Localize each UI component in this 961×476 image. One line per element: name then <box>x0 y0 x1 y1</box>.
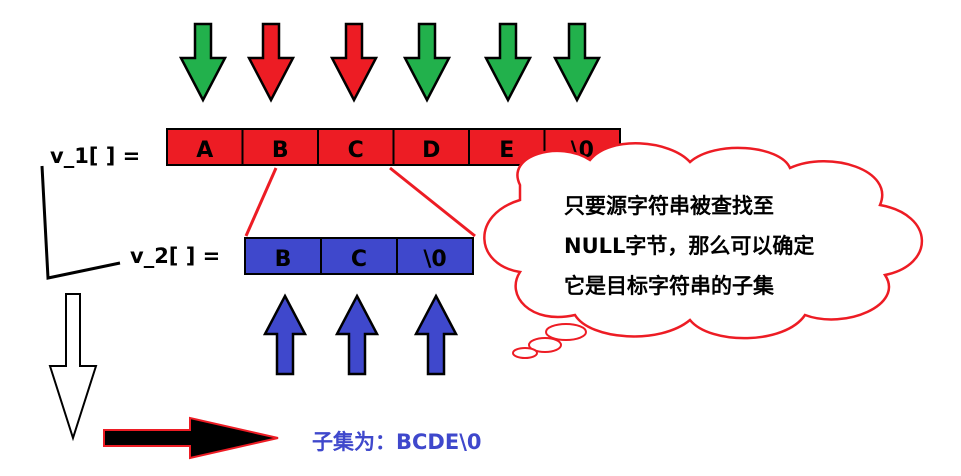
v1-cell-label: D <box>422 138 440 163</box>
v1-cell: B <box>241 128 319 166</box>
bent-pointer-line <box>40 165 121 280</box>
bubble-text-line-1: 只要源字符串被查找至 <box>564 194 774 218</box>
v2-cell-box <box>244 237 322 275</box>
v2-cell: B <box>244 237 322 275</box>
v1-cell-box <box>166 128 244 166</box>
v2-cell: \0 <box>396 237 474 275</box>
v1-cell-box <box>241 128 319 166</box>
v1-cell-label: A <box>196 138 213 163</box>
connector-left-line <box>244 167 278 237</box>
v1-cell-box <box>317 128 395 166</box>
green-down-arrow <box>402 22 452 103</box>
cloud-shape <box>483 142 924 340</box>
blue-up-arrow <box>262 293 308 376</box>
v2-cell-label: C <box>351 247 367 272</box>
blue-up-arrow <box>413 293 459 376</box>
v2-cell: C <box>320 237 398 275</box>
green-down-arrow <box>483 22 533 103</box>
top-arrows <box>178 22 602 103</box>
green-down-arrow <box>178 22 228 103</box>
bubble-text-line-3: 它是目标字符串的子集 <box>564 274 775 298</box>
blue-up-arrow <box>334 293 380 376</box>
bubble-dot-large <box>545 323 587 341</box>
v2-label: v_2[ ] = <box>130 244 220 268</box>
result-text: 子集为：BCDE\0 <box>312 430 481 454</box>
v2-cell-label: B <box>275 247 292 272</box>
red-down-arrow <box>246 22 296 103</box>
v2-cell-box <box>320 237 398 275</box>
bottom-arrows <box>262 293 459 376</box>
bubble-dot-medium <box>528 337 562 353</box>
red-down-arrow <box>329 22 379 103</box>
green-down-arrow <box>552 22 602 103</box>
v2-cell-label: \0 <box>423 247 446 272</box>
v1-cell: C <box>317 128 395 166</box>
connector-right-line <box>389 166 476 238</box>
bubble-text-line-2: NULL字节，那么可以确定 <box>564 234 814 258</box>
v1-cell-label: C <box>348 138 364 163</box>
v1-cell: D <box>392 128 470 166</box>
v1-cell-label: E <box>499 138 514 163</box>
thought-bubble: 只要源字符串被查找至 NULL字节，那么可以确定 它是目标字符串的子集 <box>483 142 924 359</box>
hollow-down-arrow <box>48 293 98 442</box>
right-arrow <box>103 416 279 460</box>
v1-label: v_1[ ] = <box>50 144 140 168</box>
v2-cell-box <box>396 237 474 275</box>
v1-cell: A <box>166 128 244 166</box>
v1-cell-label: B <box>272 138 289 163</box>
v2-array: B C \0 <box>244 237 474 275</box>
bubble-dot-small <box>512 347 538 359</box>
